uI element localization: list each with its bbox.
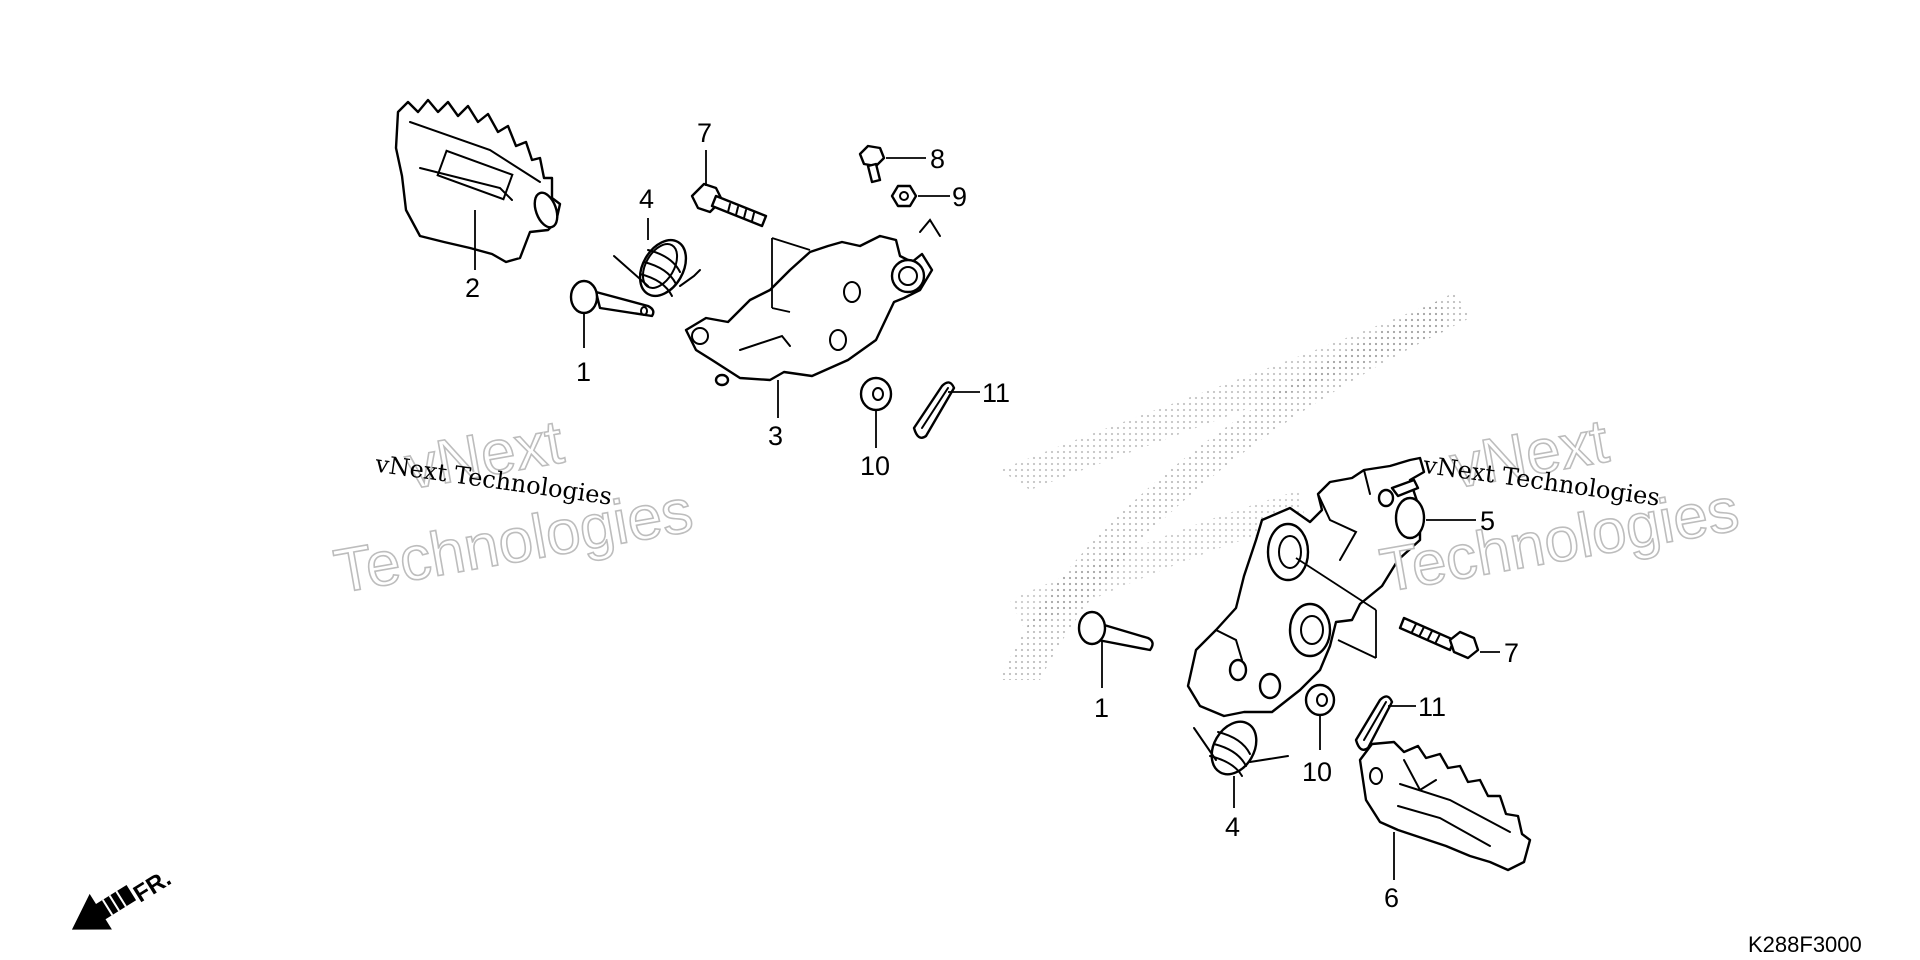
callout-left-2: 2 xyxy=(465,273,480,303)
bracket-right xyxy=(1186,456,1476,718)
svg-text:FR.: FR. xyxy=(129,865,176,908)
svg-text:10: 10 xyxy=(1302,757,1332,787)
svg-text:K288F3000: K288F3000 xyxy=(1748,932,1862,957)
callout-right-1: 1 xyxy=(1094,693,1109,723)
cotter-pin-left xyxy=(912,381,980,439)
footpeg-left xyxy=(394,98,562,270)
footpeg-right xyxy=(1358,740,1532,880)
svg-text:3: 3 xyxy=(768,421,783,451)
callout-right-4: 4 xyxy=(1225,812,1240,842)
callout-left-7: 7 xyxy=(697,118,712,148)
svg-text:4: 4 xyxy=(1225,812,1240,842)
svg-text:4: 4 xyxy=(639,184,654,214)
callout-right-10: 10 xyxy=(1302,757,1332,787)
callout-left-8: 8 xyxy=(930,144,945,174)
clevis-pin-left xyxy=(569,279,655,348)
clevis-pin-right xyxy=(1077,610,1154,688)
wing-logo-icon xyxy=(1000,292,1470,680)
spring-right xyxy=(1193,720,1289,808)
svg-text:1: 1 xyxy=(1094,693,1109,723)
callout-left-9: 9 xyxy=(952,182,967,212)
svg-text:8: 8 xyxy=(930,144,945,174)
svg-text:2: 2 xyxy=(465,273,480,303)
callout-left-1: 1 xyxy=(576,357,591,387)
svg-text:7: 7 xyxy=(697,118,712,148)
svg-text:5: 5 xyxy=(1480,506,1495,536)
direction-label: FR. xyxy=(129,865,176,908)
bolt-right xyxy=(1398,616,1500,660)
callout-left-4: 4 xyxy=(639,184,654,214)
cotter-pin-right xyxy=(1354,695,1416,751)
svg-text:7: 7 xyxy=(1504,638,1519,668)
front-arrow-icon xyxy=(71,884,137,930)
diagram-code: K288F3000 xyxy=(1748,932,1862,957)
callout-right-5: 5 xyxy=(1480,506,1495,536)
svg-text:1: 1 xyxy=(576,357,591,387)
small-bolt-left xyxy=(858,144,926,184)
washer-left xyxy=(859,376,893,448)
callout-left-3: 3 xyxy=(768,421,783,451)
callout-left-11: 11 xyxy=(982,378,1010,408)
watermark-left: vNext Technologies xyxy=(329,407,699,608)
washer-right xyxy=(1304,683,1336,750)
callout-right-7: 7 xyxy=(1504,638,1519,668)
bolt-left xyxy=(690,150,768,228)
bracket-left xyxy=(684,218,941,418)
svg-text:11: 11 xyxy=(1418,692,1446,722)
nut-left xyxy=(890,184,950,208)
svg-text:9: 9 xyxy=(952,182,967,212)
spring-left xyxy=(613,218,701,298)
callout-right-6: 6 xyxy=(1384,883,1399,913)
callout-right-11: 11 xyxy=(1418,692,1446,722)
svg-text:10: 10 xyxy=(860,451,890,481)
svg-text:11: 11 xyxy=(982,378,1010,408)
callout-left-10: 10 xyxy=(860,451,890,481)
svg-text:6: 6 xyxy=(1384,883,1399,913)
